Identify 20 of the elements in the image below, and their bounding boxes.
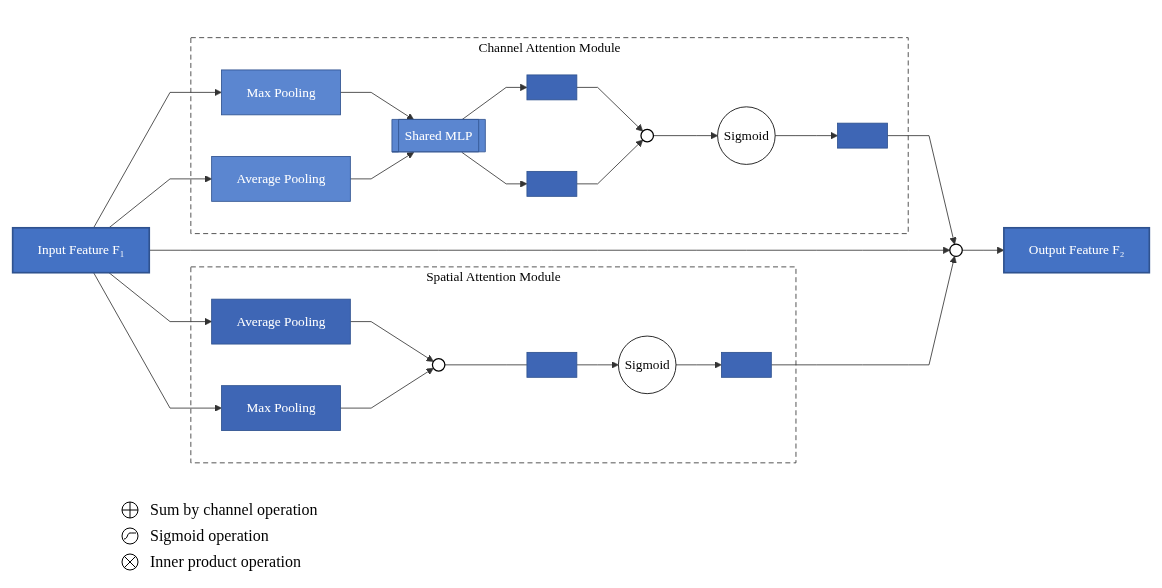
node-circle	[431, 357, 446, 372]
node-box: Output Feature F₂	[1003, 226, 1151, 274]
node-box: Input Feature F₁	[11, 226, 151, 274]
node-circle	[949, 243, 963, 257]
node-bar	[526, 351, 578, 378]
legend-text: Sigmoid operation	[150, 527, 269, 545]
node-bar	[721, 351, 772, 378]
legend-text: Sum by channel operation	[150, 501, 318, 519]
node-circle: Sigmoid	[717, 106, 776, 165]
node-circle	[640, 128, 655, 143]
node-bar	[526, 170, 578, 197]
node-bar	[526, 74, 578, 101]
connector	[444, 364, 528, 365]
node-box: Max Pooling	[221, 69, 341, 115]
node-box: Max Pooling	[221, 385, 341, 431]
node-box: Average Pooling	[211, 298, 351, 345]
legend-text: Inner product operation	[150, 553, 302, 571]
node-bar	[837, 122, 888, 149]
node-box: Average Pooling	[211, 155, 351, 202]
node-circle: Sigmoid	[618, 335, 677, 394]
